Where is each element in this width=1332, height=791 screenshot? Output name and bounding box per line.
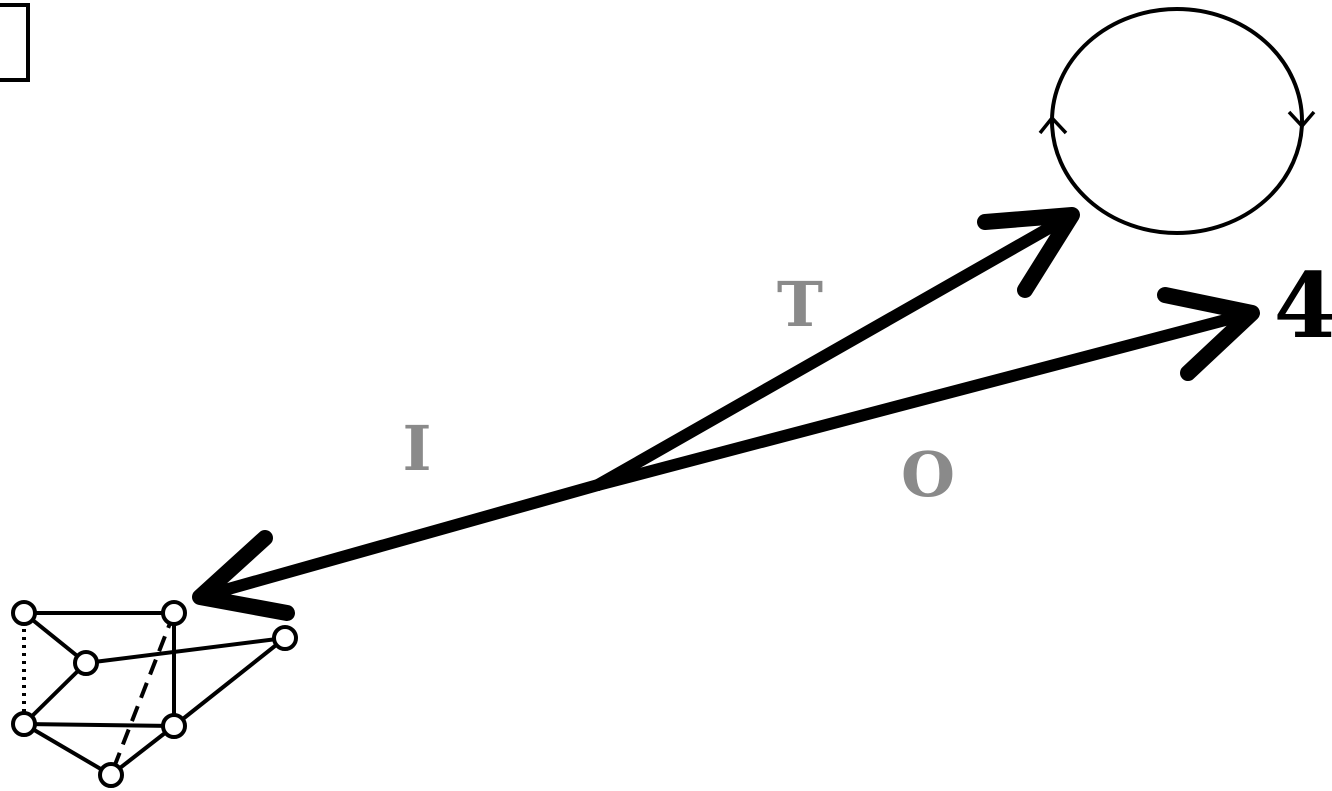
loop-circle — [1050, 7, 1304, 235]
polytope-graph — [11, 600, 298, 788]
label-t: T — [777, 268, 823, 341]
vertex — [73, 650, 99, 676]
loop-right-arrow-tick — [1287, 110, 1316, 129]
vertex — [11, 600, 37, 626]
frame-corner — [0, 3, 30, 82]
arrow-o-head — [1157, 287, 1260, 381]
vertex — [98, 762, 124, 788]
dashed-edge — [109, 612, 176, 776]
edge — [22, 722, 113, 777]
arrow-t-head — [977, 207, 1080, 298]
edge — [172, 636, 287, 728]
arrow-o-shaft — [592, 307, 1258, 491]
arrows — [192, 207, 1260, 621]
edge — [109, 724, 176, 777]
vertex — [161, 713, 187, 739]
edge — [23, 722, 175, 728]
vertex — [161, 600, 187, 626]
arrow-i-shaft — [194, 479, 604, 603]
arrow-i-head — [192, 530, 295, 621]
arrow-t-shaft — [592, 209, 1078, 491]
vertex — [272, 625, 298, 651]
label-four: 4 — [1274, 253, 1332, 359]
loop-left-arrow-tick — [1038, 115, 1068, 135]
vertices — [11, 600, 298, 788]
edge — [85, 636, 286, 665]
label-o: O — [901, 438, 955, 511]
label-i: I — [402, 412, 431, 485]
edge — [22, 611, 88, 665]
vertex — [11, 711, 37, 737]
loop-diagram — [1038, 7, 1316, 235]
edge — [22, 661, 88, 726]
